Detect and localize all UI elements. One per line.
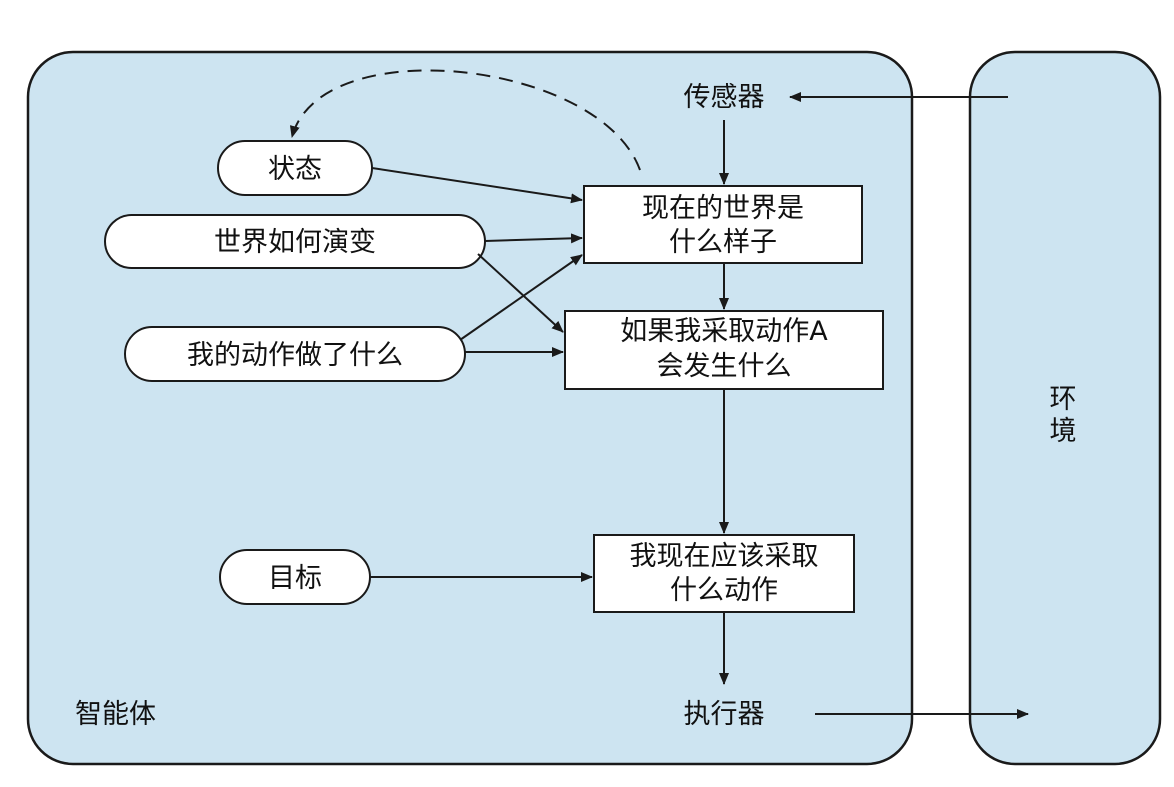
my-actions-pill (124, 326, 466, 382)
environment-panel (968, 50, 1162, 766)
my-actions-to-world-now-arrow (459, 254, 583, 341)
world-now-line1: 现在的世界是 (642, 193, 804, 224)
what-if-box (564, 310, 884, 390)
world-now-to-state-dashed-arrow (289, 69, 641, 171)
world-evolution-pill (104, 214, 486, 269)
my-actions-pill-label: 我的动作做了什么 (187, 340, 403, 371)
state-pill-label: 状态 (268, 154, 322, 185)
agent-label: 智能体 (75, 699, 156, 730)
environment-label-line1: 环 (1050, 384, 1077, 415)
sensor-label: 传感器 (684, 82, 765, 113)
world-evolution-to-world-now-arrow (484, 233, 583, 244)
decision-box (593, 534, 855, 613)
world-evolution-pill-label: 世界如何演变 (214, 227, 376, 258)
agent-panel (26, 50, 914, 766)
decision-line1: 我现在应该采取 (630, 541, 819, 572)
state-to-world-now-arrow (371, 167, 583, 204)
what-if-line1: 如果我采取动作A (620, 316, 828, 347)
goal-pill-label: 目标 (268, 563, 322, 594)
what-if-line2: 会发生什么 (657, 351, 792, 382)
actuator-label: 执行器 (684, 699, 765, 730)
environment-label-line2: 境 (1050, 416, 1077, 447)
world-now-box (583, 185, 863, 264)
world-now-line2: 什么样子 (669, 227, 777, 258)
world-evolution-to-what-if-arrow (477, 253, 564, 333)
decision-line2: 什么动作 (670, 575, 778, 606)
